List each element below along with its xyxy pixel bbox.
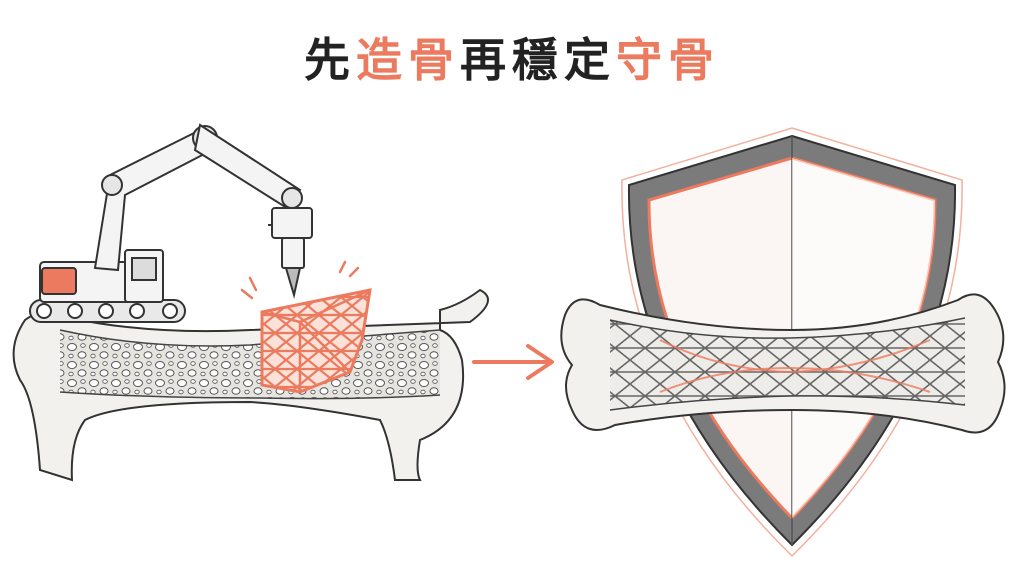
title-segment-3: 再穩定 bbox=[460, 33, 616, 87]
title-segment-1: 先 bbox=[304, 33, 356, 87]
arrow-right-icon bbox=[472, 344, 554, 380]
robot-arm-excavator-icon bbox=[29, 123, 313, 323]
page-title: 先造骨再穩定守骨 bbox=[0, 30, 1024, 90]
lattice-scaffold-icon bbox=[240, 260, 372, 394]
title-segment-4: 守骨 bbox=[616, 33, 720, 87]
bone-icon bbox=[12, 288, 489, 482]
title-segment-2: 造骨 bbox=[356, 33, 460, 87]
bone-icon-right bbox=[560, 293, 1006, 434]
